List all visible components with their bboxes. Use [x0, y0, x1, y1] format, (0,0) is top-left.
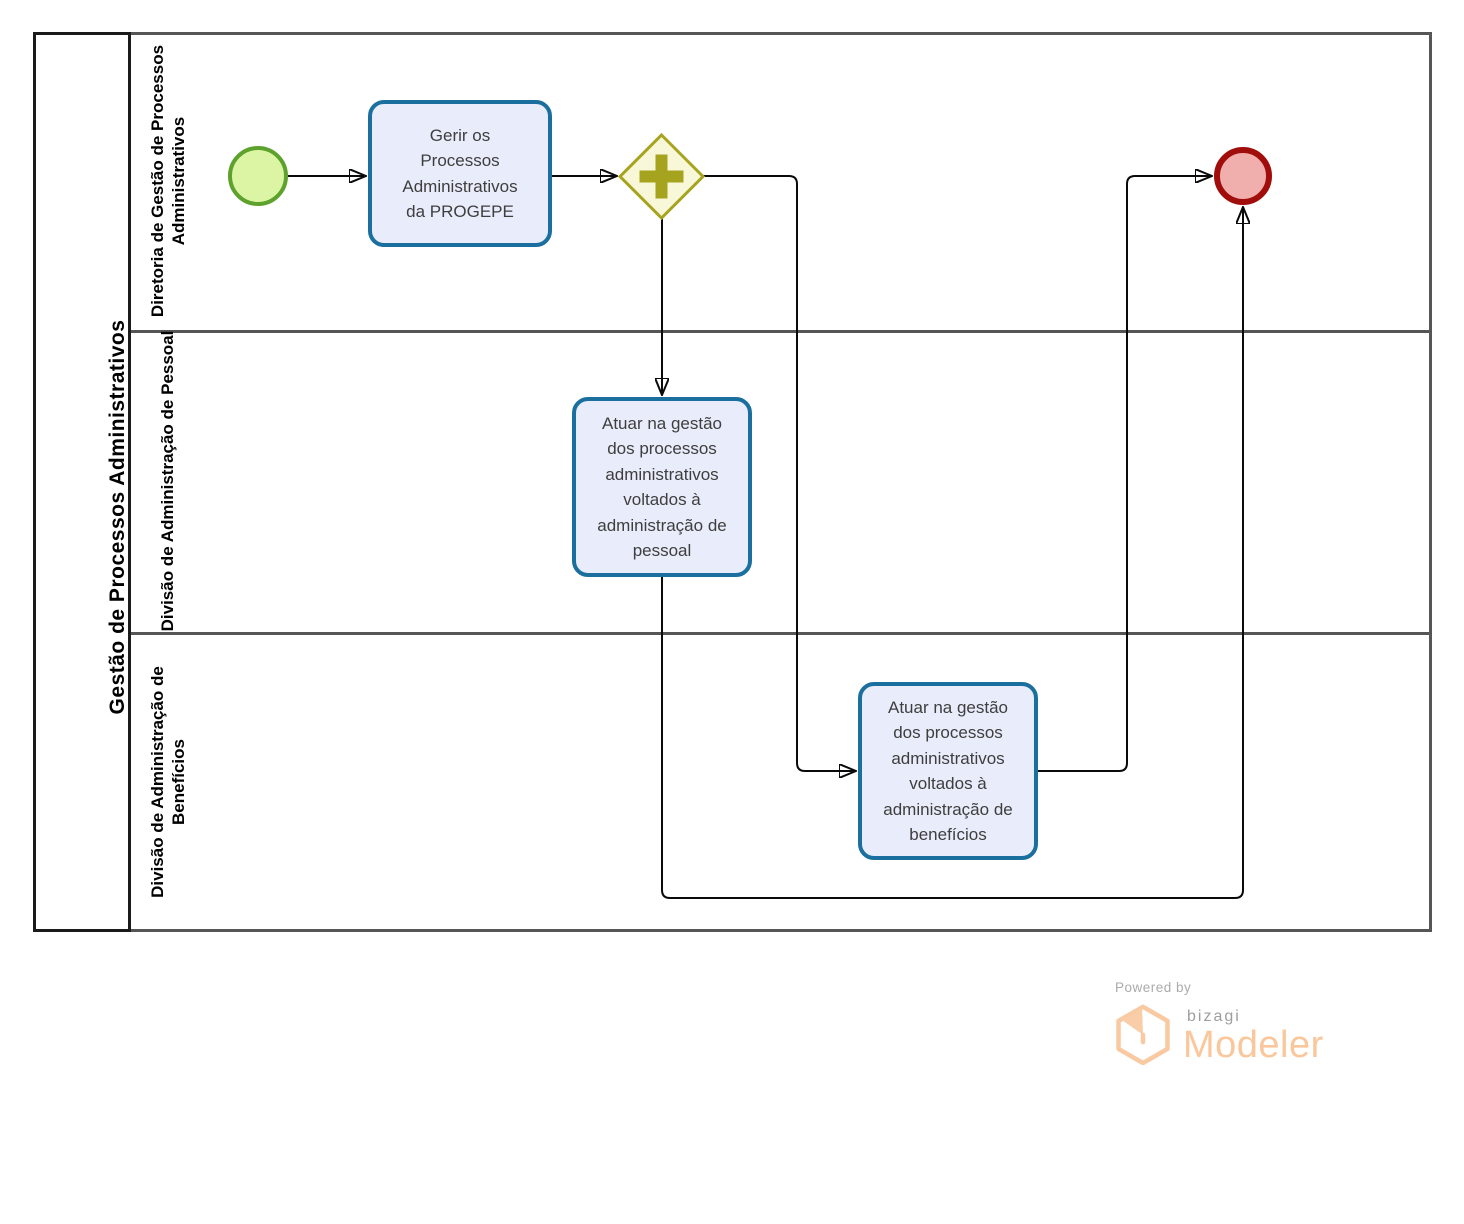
task-pessoal[interactable]: Atuar na gestão dos processos administra… — [572, 397, 752, 577]
modeler-wordmark: Modeler — [1183, 1024, 1324, 1066]
start-event[interactable] — [228, 146, 288, 206]
parallel-gateway[interactable] — [617, 132, 706, 221]
hexagon-fold — [1121, 1008, 1143, 1035]
hexagon-outline — [1116, 1004, 1170, 1066]
powered-by-label: Powered by — [1115, 980, 1192, 995]
parallel-gateway-plus-icon — [639, 154, 684, 199]
task-gerir-processos[interactable]: Gerir os Processos Administrativos da PR… — [368, 100, 552, 247]
end-event[interactable] — [1214, 147, 1272, 205]
lane-divider — [131, 330, 1432, 333]
pool-header: Gestão de Processos Administrativos — [33, 32, 131, 932]
lane-label-pessoal: Divisão de Administração de Pessoal — [158, 330, 178, 632]
lane-label-diretoria: Diretoria de Gestão de Processos Adminis… — [147, 44, 188, 318]
bizagi-hexagon-icon — [1114, 1003, 1172, 1070]
lane-label-beneficios: Divisão de Administração de Benefícios — [147, 666, 188, 898]
lane-divider — [131, 632, 1432, 635]
bizagi-wordmark: bizagi — [1187, 1008, 1241, 1025]
task-beneficios[interactable]: Atuar na gestão dos processos administra… — [858, 682, 1038, 860]
